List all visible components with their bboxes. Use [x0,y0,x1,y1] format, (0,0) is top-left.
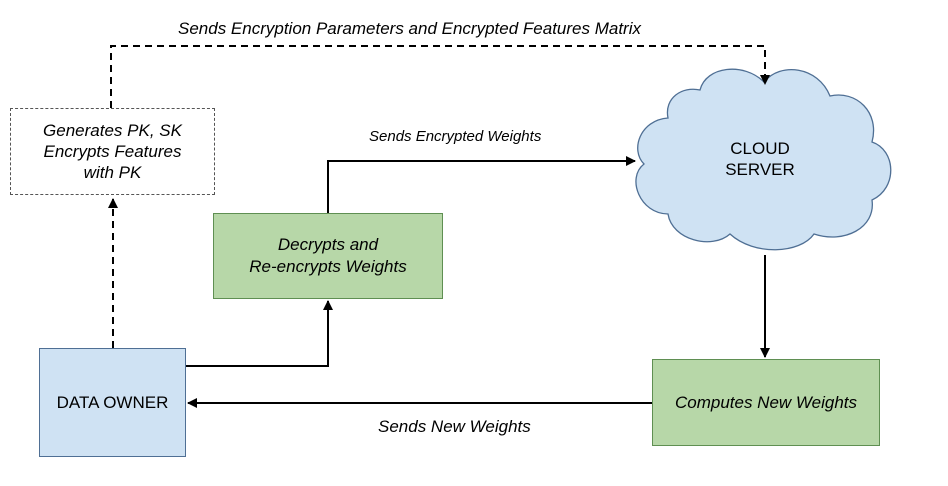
edge-label-weights-to-cloud: Sends Encrypted Weights [369,128,542,145]
keygen-line-2: Encrypts Features [43,142,182,161]
reencrypt-node: Decrypts and Re-encrypts Weights [213,213,443,299]
cloud-shape [635,68,892,251]
reencrypt-line-2: Re-encrypts Weights [249,257,407,276]
compute-label: Computes New Weights [674,392,858,412]
edge-reencrypt-to-cloud [327,156,636,213]
keygen-line-3: with PK [83,163,142,182]
edge-params-to-cloud [110,45,770,108]
keygen-line-1: Generates PK, SK [43,121,182,140]
cloud-line-1: CLOUD [730,139,790,158]
edge-label-params-to-cloud: Sends Encryption Parameters and Encrypte… [178,19,641,38]
keygen-node: Generates PK, SK Encrypts Features with … [10,108,215,195]
reencrypt-line-1: Decrypts and [277,235,379,254]
data-owner-node: DATA OWNER [39,348,186,457]
data-owner-label: DATA OWNER [56,392,169,412]
edge-owner-to-reencrypt [186,300,333,367]
cloud-line-2: SERVER [725,160,795,179]
edge-label-new-weights-to-owner: Sends New Weights [378,417,531,436]
compute-node: Computes New Weights [652,359,880,446]
cloud-server-node: CLOUD SERVER [700,138,820,180]
